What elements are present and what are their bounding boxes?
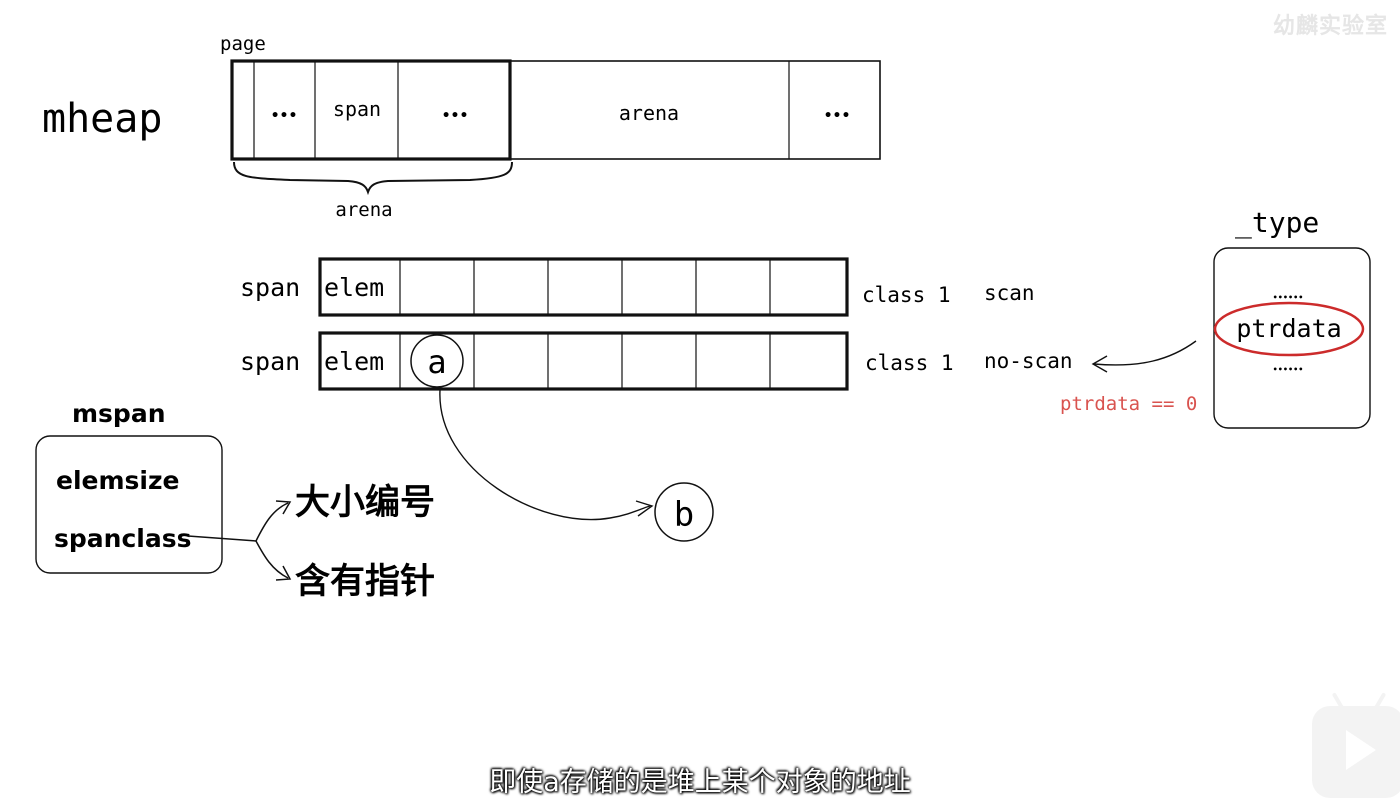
mspan-field-elemsize: elemsize bbox=[56, 466, 180, 495]
span-row-2-class: class 1 bbox=[865, 351, 954, 375]
type-box bbox=[1213, 247, 1371, 429]
pointer-a-label: a bbox=[427, 343, 446, 381]
span-row-1-label: span bbox=[240, 273, 300, 302]
type-dots-bottom: •••••• bbox=[1273, 365, 1304, 374]
arena-brace bbox=[233, 161, 513, 196]
spanclass-meaning-noscan: 含有指针 bbox=[295, 562, 435, 602]
type-field-ptrdata: ptrdata bbox=[1236, 314, 1341, 343]
mheap-cell-dots-3: ••• bbox=[824, 108, 851, 124]
ptrdata-condition: ptrdata == 0 bbox=[1060, 393, 1197, 415]
span-row-2-type: no-scan bbox=[984, 349, 1073, 373]
span-row-2-label: span bbox=[240, 347, 300, 376]
span-row-1-type: scan bbox=[984, 281, 1035, 305]
pointer-a-to-b-curve bbox=[439, 389, 651, 521]
ptrdata-highlight-ellipse bbox=[1213, 301, 1365, 357]
span-row-1-elem: elem bbox=[324, 273, 384, 302]
mheap-strip bbox=[230, 59, 881, 161]
span-row-1-class: class 1 bbox=[862, 283, 951, 307]
mspan-field-spanclass: spanclass bbox=[54, 524, 191, 553]
mheap-cell-span: span bbox=[333, 97, 381, 121]
play-icon bbox=[1346, 730, 1376, 770]
span-row-2-elem: elem bbox=[324, 347, 384, 376]
pointer-a-circle bbox=[410, 334, 464, 388]
mheap-cell-dots-2: ••• bbox=[442, 108, 469, 124]
ptrdata-to-noscan-arrowhead bbox=[1091, 355, 1108, 373]
span-row-1 bbox=[318, 257, 849, 317]
mheap-cell-dots-1: ••• bbox=[271, 108, 298, 124]
page-label: page bbox=[220, 33, 266, 55]
type-dots-top: •••••• bbox=[1273, 293, 1304, 302]
span-row-2 bbox=[318, 331, 849, 391]
pointer-a-to-b-arrowhead bbox=[635, 500, 654, 517]
mheap-label: mheap bbox=[42, 96, 162, 142]
arena-brace-label: arena bbox=[335, 199, 392, 221]
spanclass-meaning-size: 大小编号 bbox=[295, 483, 435, 523]
pointer-b-label: b bbox=[674, 495, 694, 535]
type-title: _type bbox=[1235, 206, 1319, 240]
mspan-box bbox=[35, 435, 223, 574]
watermark: 幼麟实验室 bbox=[1272, 14, 1388, 39]
mspan-title: mspan bbox=[72, 399, 166, 428]
mheap-cell-arena: arena bbox=[619, 101, 679, 125]
spanclass-branch-arrows bbox=[187, 500, 292, 581]
pointer-b-circle bbox=[654, 482, 714, 542]
video-subtitle: 即使a存储的是堆上某个对象的地址 bbox=[489, 767, 911, 798]
ptrdata-to-noscan-arrow bbox=[1093, 340, 1197, 366]
